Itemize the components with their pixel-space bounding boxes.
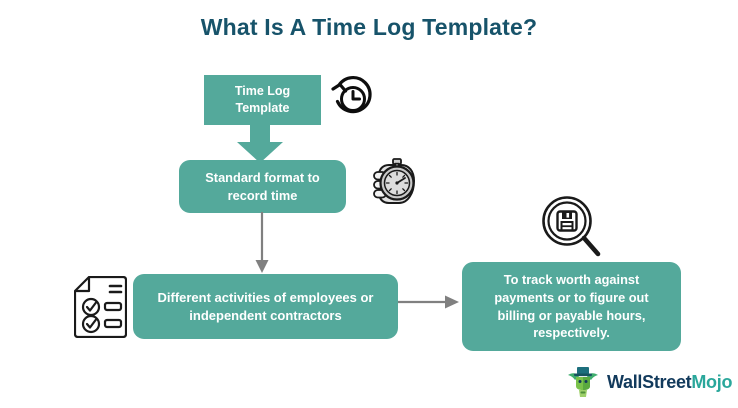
node-different-activities: Different activities of employees or ind… <box>133 274 398 339</box>
logo-wordmark: WallStreetMojo <box>607 372 732 393</box>
logo-text-mojo: Mojo <box>691 371 733 392</box>
node-track-worth-line3: billing or payable hours, <box>497 307 646 323</box>
page-title: What Is A Time Log Template? <box>200 14 538 40</box>
logo-text-wallstreet: WallStreet <box>607 371 692 392</box>
hand-stopwatch-icon <box>373 158 416 204</box>
node-different-activities-line1: Different activities of employees or <box>157 289 374 305</box>
clock-rewind-icon <box>331 76 372 114</box>
node-time-log-template: Time Log Template <box>204 75 321 125</box>
checklist-document-icon <box>74 276 127 338</box>
magnifier-document-icon <box>542 196 601 257</box>
node-standard-format-line2: record time <box>227 187 298 203</box>
node-different-activities-line2: independent contractors <box>189 307 342 323</box>
edge-3-right-arrow <box>398 295 459 309</box>
node-time-log-template-line1: Time Log <box>234 83 291 98</box>
node-time-log-template-line2: Template <box>235 101 290 115</box>
node-standard-format: Standard format to record time <box>179 160 346 213</box>
node-track-worth: To track worth against payments or to fi… <box>462 262 681 351</box>
node-track-worth-line2: payments or to figure out <box>494 289 649 305</box>
wallstreetmojo-logo[interactable]: WallStreetMojo <box>566 366 732 398</box>
node-track-worth-line4: respectively. <box>533 325 610 341</box>
bull-with-top-hat-icon <box>568 367 598 397</box>
edge-1-down-arrow <box>237 124 283 163</box>
node-track-worth-line1: To track worth against <box>503 272 640 288</box>
edge-2-down-arrow <box>255 212 269 273</box>
node-standard-format-line1: Standard format to <box>205 169 320 185</box>
